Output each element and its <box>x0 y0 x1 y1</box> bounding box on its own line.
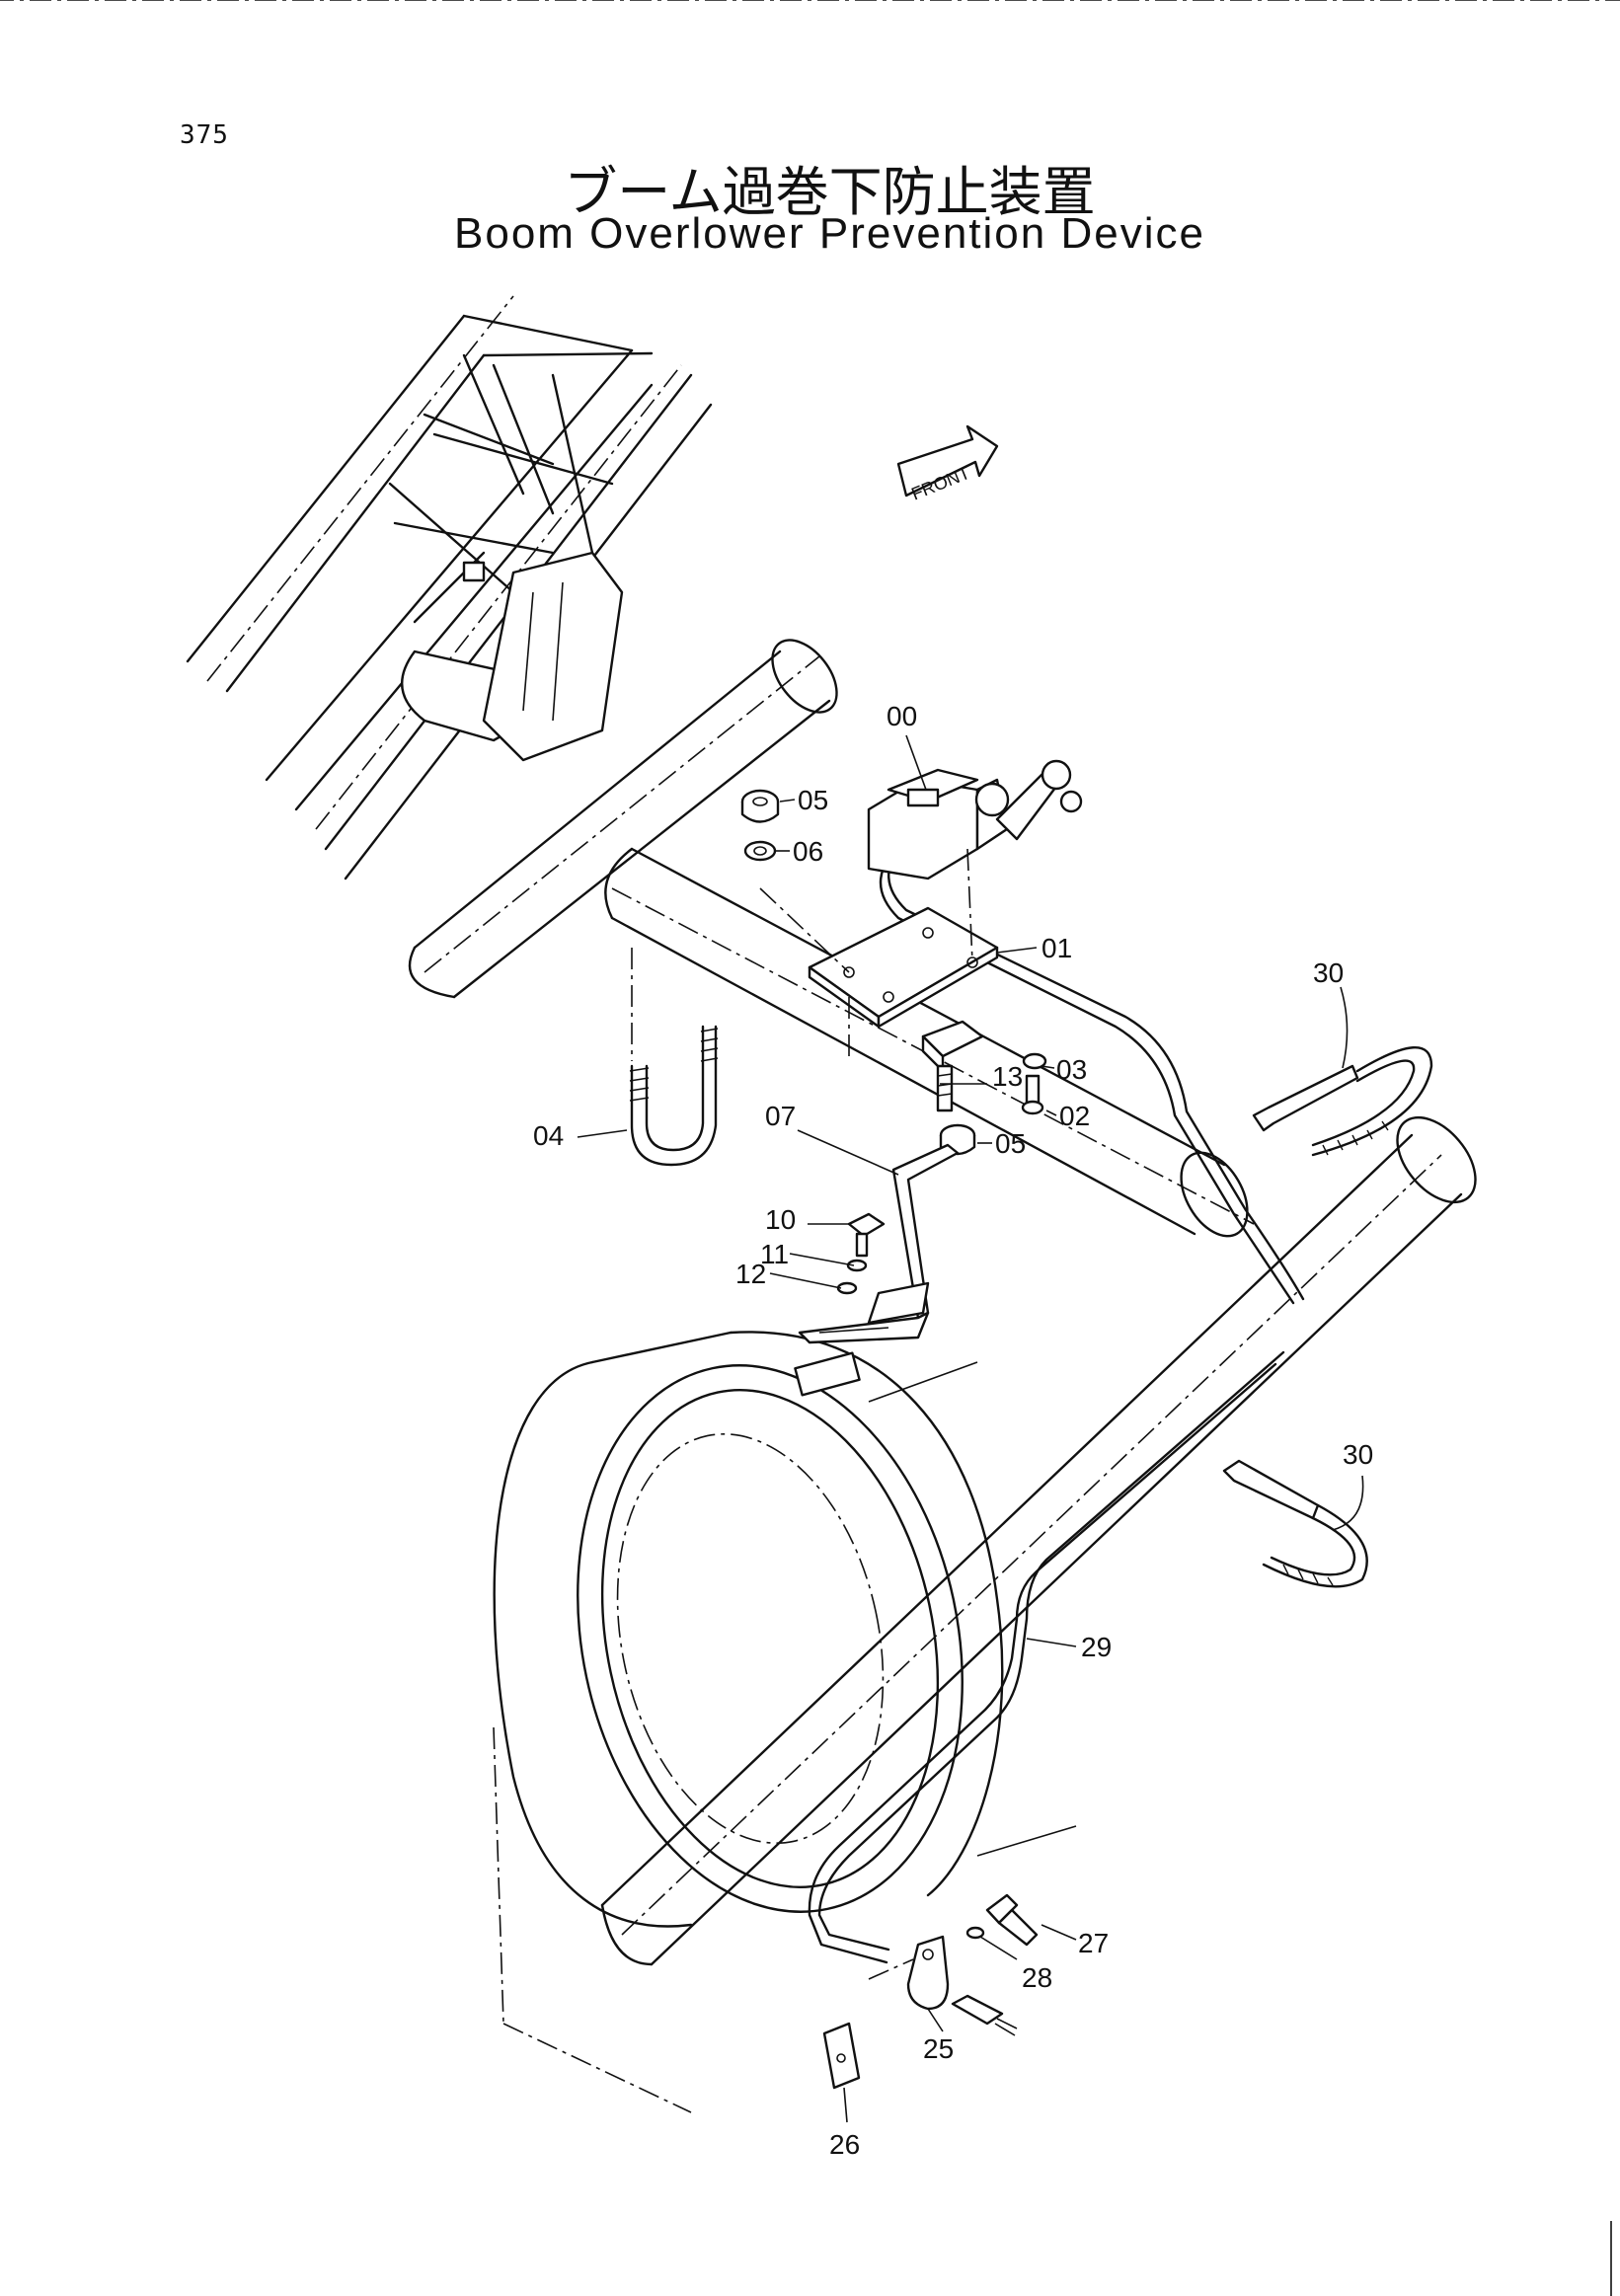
washer-28 <box>965 1926 985 1940</box>
callout-labels: 00 01 02 03 04 05 05 06 07 10 11 12 13 2… <box>533 701 1373 2160</box>
bolt-10 <box>847 1212 886 1258</box>
washer-03 <box>1022 1052 1047 1070</box>
nut-05-upper <box>740 789 780 823</box>
plug-connector <box>951 1994 1018 2036</box>
callout-25: 25 <box>923 2033 954 2064</box>
bracket-plate-01 <box>759 848 999 1029</box>
callout-04: 04 <box>533 1120 564 1151</box>
callout-13: 13 <box>992 1061 1023 1092</box>
cable-tie-30-lower <box>1222 1459 1368 1588</box>
screw-27 <box>985 1893 1039 1947</box>
sheave-housing <box>493 1331 1077 2113</box>
u-bolt-04 <box>629 948 850 1167</box>
callout-30-lower: 30 <box>1343 1439 1373 1470</box>
callout-27: 27 <box>1078 1928 1109 1958</box>
page-title-english: Boom Overlower Prevention Device <box>454 209 1205 258</box>
bolt-13 <box>921 1020 984 1112</box>
boom-lattice <box>186 295 713 880</box>
callout-00: 00 <box>887 701 917 731</box>
leader-lines <box>577 734 1364 2123</box>
limit-switch-00 <box>867 759 1083 880</box>
cable-29 <box>808 1350 1285 1964</box>
callout-03: 03 <box>1056 1054 1087 1085</box>
screw-02 <box>1021 1074 1044 1115</box>
washer-06 <box>743 840 777 862</box>
callout-07: 07 <box>765 1101 796 1131</box>
front-direction-arrow: FRONT <box>896 424 999 504</box>
switch-cable <box>879 853 1305 1305</box>
callout-06: 06 <box>793 836 823 867</box>
washer-11 <box>846 1259 868 1272</box>
callout-11: 11 <box>760 1239 789 1269</box>
bracket-07 <box>798 1143 960 1344</box>
cross-tube <box>604 847 1255 1238</box>
callout-05-lower: 05 <box>995 1128 1026 1159</box>
callout-30-upper: 30 <box>1313 957 1344 988</box>
callout-02: 02 <box>1059 1101 1090 1131</box>
block-26 <box>822 2022 861 2090</box>
callout-10: 10 <box>765 1204 796 1235</box>
callout-01: 01 <box>1041 933 1072 963</box>
lower-tube <box>600 1115 1477 1966</box>
clamp-25 <box>906 1935 950 2011</box>
page-number: 375 <box>180 120 229 150</box>
page-title-japanese: ブーム過巻下防止装置 <box>564 161 1096 223</box>
upper-tube <box>409 639 838 999</box>
callout-26: 26 <box>829 2129 860 2160</box>
cable-tie-30-upper <box>1252 1046 1433 1157</box>
callout-28: 28 <box>1022 1962 1052 1993</box>
callout-12: 12 <box>735 1259 766 1289</box>
callout-29: 29 <box>1081 1632 1112 1662</box>
callout-05-upper: 05 <box>798 785 828 815</box>
